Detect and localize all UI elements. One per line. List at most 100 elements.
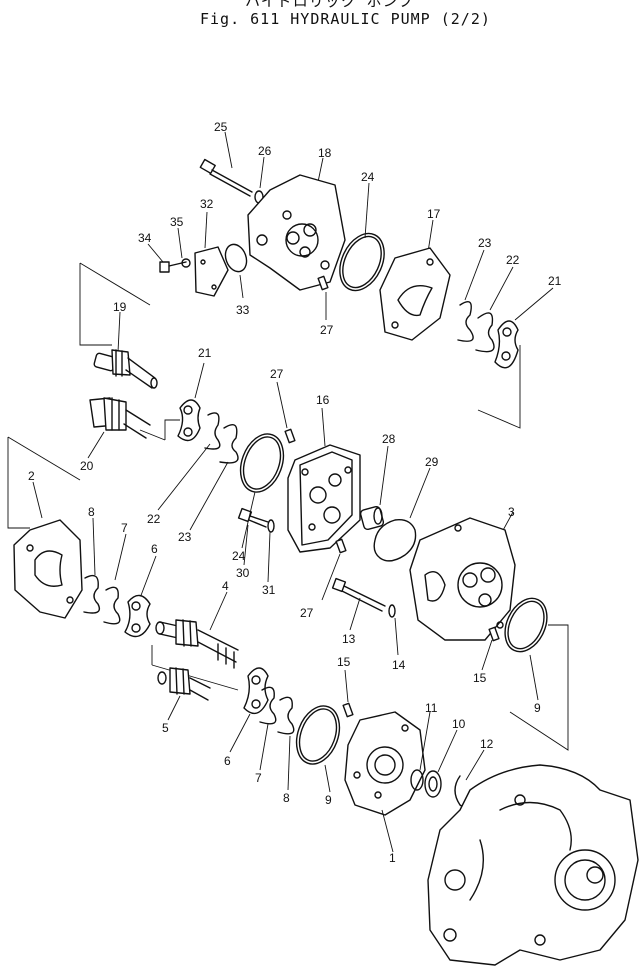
callout-8-right: 8	[283, 791, 290, 805]
callout-35: 35	[170, 215, 184, 229]
bushing-28	[359, 445, 389, 531]
washer-14	[388, 604, 399, 656]
figure-title: Fig. 611 HYDRAULIC PUMP (2/2)	[200, 10, 491, 28]
callout-20: 20	[80, 459, 94, 473]
callout-28: 28	[382, 432, 396, 446]
drive-gear-19	[93, 311, 158, 389]
o-ring-33	[224, 243, 248, 299]
callout-24: 24	[361, 170, 375, 184]
callout-5: 5	[162, 721, 169, 735]
callout-21-top: 21	[548, 274, 562, 288]
callout-7-left: 7	[121, 521, 128, 535]
seal-6-right	[229, 667, 269, 753]
callout-25: 25	[214, 120, 228, 134]
callout-17: 17	[427, 207, 441, 221]
callout-11: 11	[425, 701, 438, 715]
group-line-mid-left	[164, 419, 180, 440]
washer-26	[254, 156, 265, 204]
callout-34: 34	[138, 231, 152, 245]
group-line-right	[509, 624, 569, 751]
callout-10: 10	[452, 717, 466, 731]
seal-21-top	[494, 287, 554, 369]
washer-35	[177, 227, 191, 268]
callout-4: 4	[222, 579, 229, 593]
japanese-title: ハイドロリック ポンプ	[245, 0, 414, 10]
gear-plate-17	[379, 219, 451, 341]
callout-14: 14	[392, 658, 406, 672]
callout-30: 30	[236, 566, 250, 580]
callout-6-right: 6	[224, 754, 231, 768]
transmission-housing	[427, 764, 639, 966]
seal-8-left	[83, 517, 101, 614]
callout-18: 18	[318, 146, 332, 160]
driven-gear-20	[87, 397, 166, 459]
driven-gear-5	[151, 645, 239, 721]
leader-23-left	[189, 461, 229, 531]
callout-2: 2	[28, 469, 35, 483]
callout-22-top: 22	[506, 253, 520, 267]
group-line-upper-left	[79, 262, 151, 306]
callout-15-right: 15	[473, 671, 487, 685]
seal-6-left	[124, 555, 157, 638]
o-ring-9-lower	[295, 705, 341, 793]
o-ring-24-mid	[239, 433, 285, 493]
callout-29: 29	[425, 455, 439, 469]
callout-12: 12	[480, 737, 494, 751]
pin-27-top	[317, 275, 329, 320]
flange-2	[13, 481, 83, 619]
callout-22-left: 22	[147, 512, 161, 526]
seal-8-right	[277, 696, 295, 791]
pin-27-lower	[321, 538, 347, 601]
callout-23-top: 23	[478, 236, 492, 250]
pump-housing-3	[409, 511, 516, 641]
callout-31: 31	[262, 583, 276, 597]
front-cover-1	[344, 711, 426, 853]
seal-22-top	[475, 266, 514, 353]
seal-7-right	[259, 686, 277, 771]
seal-23-left	[219, 424, 239, 464]
bolt-34	[147, 243, 187, 273]
callout-23-left: 23	[178, 530, 192, 544]
seal-22-left	[204, 412, 221, 450]
pin-15-lower	[342, 669, 354, 718]
pump-body-16	[287, 407, 361, 553]
leader-24-mid	[241, 491, 256, 549]
callout-8-left: 8	[88, 505, 95, 519]
callout-15-lower: 15	[337, 655, 351, 669]
callout-27-lower: 27	[300, 606, 314, 620]
group-line-left-bracket-top	[7, 436, 81, 481]
callout-1: 1	[389, 851, 396, 865]
bolt-25	[199, 131, 253, 197]
o-ring-24-top	[339, 182, 385, 292]
callout-19: 19	[113, 300, 127, 314]
callout-24-mid: 24	[232, 549, 246, 563]
callout-16: 16	[316, 393, 330, 407]
callout-27-top: 27	[320, 323, 334, 337]
callout-9-lower: 9	[325, 793, 332, 807]
callout-26: 26	[258, 144, 272, 158]
o-ring-11	[410, 711, 431, 791]
pump-cover-18	[247, 157, 346, 291]
seal-23-top	[457, 249, 485, 342]
callout-13: 13	[342, 632, 356, 646]
callout-21-left: 21	[198, 346, 212, 360]
callout-7-right: 7	[255, 771, 262, 785]
group-line-upper-right	[477, 345, 521, 429]
pin-27-mid	[276, 381, 296, 444]
seal-7-left	[103, 533, 127, 625]
leader-22-left	[157, 443, 211, 511]
callout-32: 32	[200, 197, 214, 211]
seal-21-left	[177, 362, 205, 442]
oil-seal-10	[424, 729, 458, 798]
group-line-upper-left-vertical	[79, 263, 112, 346]
callout-3: 3	[508, 505, 515, 519]
callout-9-right: 9	[534, 701, 541, 715]
gasket-29	[373, 467, 431, 562]
bolt-13	[331, 577, 386, 631]
callout-27-mid: 27	[270, 367, 284, 381]
callout-6-left: 6	[151, 542, 158, 556]
callout-33: 33	[236, 303, 250, 317]
o-ring-9-right	[504, 597, 548, 701]
washer-31	[267, 519, 275, 583]
